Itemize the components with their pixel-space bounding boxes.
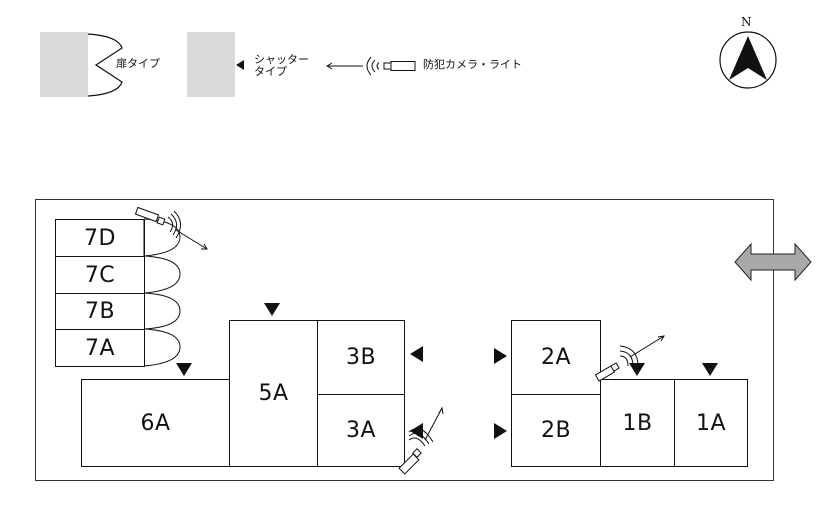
- security-camera-3a-icon: [398, 406, 444, 475]
- camera-legend-icon: [326, 56, 416, 76]
- unit-2b: 2B: [511, 394, 601, 467]
- shutter-type-label-line2: タイプ: [254, 65, 287, 78]
- shutter-triangle-5a-icon: [264, 303, 280, 316]
- security-camera-7d-icon: [134, 206, 208, 250]
- door-swing-7a-icon: [143, 328, 181, 367]
- camera-light-label: 防犯カメラ・ライト: [423, 58, 522, 71]
- unit-7a: 7A: [55, 329, 145, 367]
- compass-north-arrow-icon: [719, 31, 777, 89]
- security-camera-2a-icon: [594, 335, 665, 382]
- shutter-triangle-icon: [236, 60, 244, 70]
- shutter-triangle-2b-icon: [494, 423, 507, 439]
- door-type-label: 扉タイプ: [116, 57, 160, 70]
- door-swing-7c-icon: [143, 255, 181, 294]
- shutter-triangle-2a-icon: [494, 348, 507, 364]
- unit-6a: 6A: [81, 379, 230, 467]
- unit-2a: 2A: [511, 320, 601, 395]
- door-type-legend-box: [40, 32, 88, 97]
- shutter-triangle-1a-icon: [702, 363, 718, 376]
- unit-3a: 3A: [317, 394, 405, 467]
- shutter-triangle-1b-icon: [629, 363, 645, 376]
- unit-7b: 7B: [55, 293, 145, 330]
- unit-5a: 5A: [229, 320, 318, 467]
- shutter-triangle-6a-icon: [176, 363, 192, 376]
- door-swing-icon: [87, 33, 123, 97]
- north-label: N: [741, 15, 752, 29]
- shutter-type-label-line1: シャッター: [254, 53, 309, 66]
- shutter-type-legend-box: [187, 32, 235, 97]
- shutter-triangle-3a-icon: [410, 423, 423, 439]
- unit-1b: 1B: [600, 379, 675, 467]
- door-swing-7b-icon: [143, 292, 181, 330]
- unit-3b: 3B: [317, 320, 405, 395]
- unit-1a: 1A: [674, 379, 748, 467]
- entrance-double-arrow-icon: [734, 242, 812, 282]
- shutter-triangle-3b-icon: [410, 346, 423, 362]
- site-boundary: [35, 199, 774, 481]
